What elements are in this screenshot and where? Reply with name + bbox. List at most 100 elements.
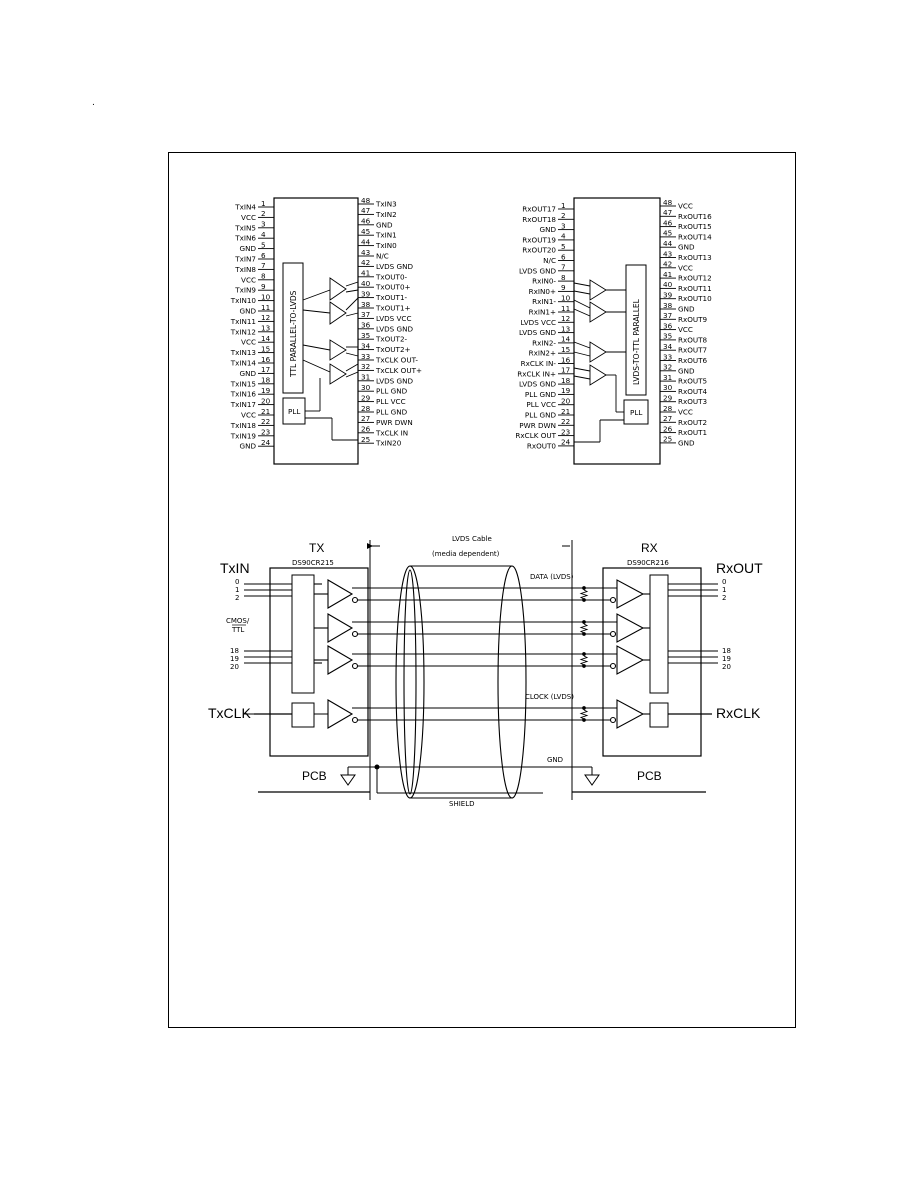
- tx-left-pin-name: TxIN11: [230, 317, 256, 326]
- tx-left-pin-name: GND: [240, 307, 257, 316]
- tx-right-pin-name: LVDS VCC: [376, 314, 411, 323]
- rx-left-pin-name: LVDS GND: [519, 380, 556, 389]
- lvds-cable-pairs: [352, 587, 617, 721]
- rx-right-pin-number: 39: [663, 291, 673, 300]
- rx-pll-label: PLL: [630, 408, 642, 417]
- pcb-left-label: PCB: [302, 769, 327, 783]
- tx-lvds-drivers: [314, 579, 359, 729]
- rx-right-pin-name: VCC: [678, 325, 693, 334]
- ttl-label: TTL: [231, 626, 244, 634]
- rx-lvds-receivers: [609, 579, 712, 729]
- rx-right-pin-number: 48: [663, 198, 673, 207]
- tx-mux-block: [291, 574, 315, 694]
- termination-0: [579, 586, 589, 602]
- tx-right-pin-name: PLL GND: [376, 387, 408, 396]
- rx-left-pin-name: PLL GND: [525, 411, 557, 420]
- rx-receiver-3: [609, 699, 650, 729]
- tx-left-pin-name: GND: [240, 369, 257, 378]
- rx-right-pin-name: RxOUT4: [678, 387, 708, 396]
- rx-right-pin-number: 33: [663, 352, 672, 361]
- tx-left-pin-name: GND: [240, 244, 257, 253]
- rx-right-pin-name: RxOUT16: [678, 212, 712, 221]
- termination-3: [579, 706, 589, 722]
- rx-left-pin-number: 10: [561, 294, 571, 303]
- rx-right-pin-number: 31: [663, 373, 672, 382]
- txin-bus-lines: [244, 583, 328, 715]
- tx-left-pin-number: 22: [261, 417, 270, 426]
- tx-right-pin-number: 25: [361, 435, 370, 444]
- rx-left-pin-name: PWR DWN: [519, 421, 556, 430]
- rx-right-pin-name: GND: [678, 438, 695, 447]
- data-lvds-label: DATA (LVDS): [530, 573, 574, 581]
- rx-right-pin-number: 28: [663, 404, 673, 413]
- rx-right-pin-number: 26: [663, 424, 673, 433]
- rx-left-pin-name: RxIN1-: [532, 297, 556, 306]
- cable-sub-label: (media dependent): [432, 550, 500, 558]
- rx-left-pin-number: 13: [561, 324, 570, 333]
- tx-left-pin-name: TxIN5: [234, 223, 256, 232]
- tx-left-pin-number: 14: [261, 334, 271, 343]
- tx-right-pin-number: 43: [361, 248, 370, 257]
- pcb-right-label: PCB: [637, 769, 662, 783]
- tx-right-pin-name: TxIN3: [375, 200, 397, 209]
- tx-block-label: TTL PARALLEL-TO-LVDS: [289, 290, 298, 378]
- rx-left-pin-6: 6N/C: [543, 252, 574, 265]
- rx-demux-block: [649, 574, 669, 694]
- rx-left-pin-number: 16: [561, 355, 571, 364]
- rx-left-pin-number: 1: [561, 201, 566, 210]
- tx-left-pin-number: 3: [261, 220, 266, 229]
- tx-left-pin-name: VCC: [241, 411, 256, 420]
- rx-right-pin-number: 37: [663, 311, 672, 320]
- tx-driver-0: [314, 579, 359, 609]
- rxout-tick-1: 1: [722, 586, 726, 594]
- tx-clock-block: [291, 702, 315, 728]
- tx-right-pin-name: LVDS GND: [376, 376, 413, 385]
- tx-left-pin-number: 8: [261, 272, 266, 281]
- tx-package-outline: [273, 197, 359, 465]
- rx-left-pin-number: 20: [561, 397, 571, 406]
- rx-left-pin-number: 21: [561, 407, 570, 416]
- tx-title: TX: [309, 541, 324, 555]
- tx-left-pin-number: 1: [261, 199, 266, 208]
- tx-right-pin-name: GND: [376, 220, 393, 229]
- txin-tick-20: 20: [230, 663, 239, 671]
- rx-left-pin-name: RxCLK OUT: [515, 431, 556, 440]
- rx-right-pin-number: 46: [663, 218, 673, 227]
- rx-left-pin-name: RxOUT20: [522, 246, 556, 255]
- tx-left-pin-number: 6: [261, 251, 266, 260]
- tx-left-pin-number: 7: [261, 261, 266, 270]
- rx-right-pin-name: RxOUT11: [678, 284, 712, 293]
- tx-left-pin-number: 10: [261, 292, 271, 301]
- rx-deserializer-block: [625, 264, 647, 396]
- rx-left-pin-number: 8: [561, 273, 566, 282]
- rx-right-pin-number: 27: [663, 414, 672, 423]
- tx-driver-2: [314, 645, 359, 675]
- rx-right-pin-name: VCC: [678, 202, 693, 211]
